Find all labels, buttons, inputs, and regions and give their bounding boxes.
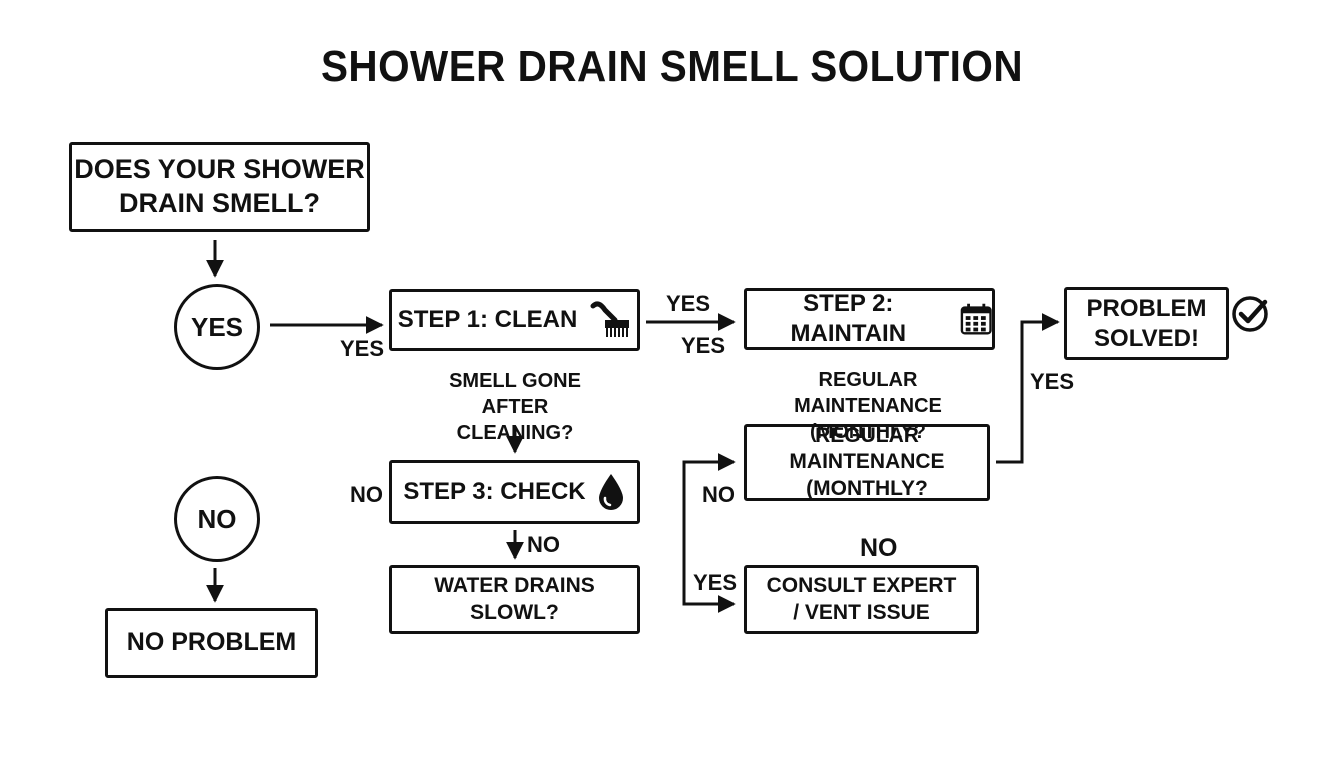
step2-box: STEP 2: MAINTAIN — [744, 288, 995, 350]
step3-box: STEP 3: CHECK — [389, 460, 640, 524]
scrub-brush-icon — [590, 301, 630, 337]
start-question-box: DOES YOUR SHOWER DRAIN SMELL? — [69, 142, 370, 232]
smell-gone-question: SMELL GONE AFTER CLEANING? — [449, 370, 581, 444]
step1-box: STEP 1: CLEAN — [389, 289, 640, 351]
edge-label-yes-to-step1: YES — [340, 336, 385, 361]
edge-label-to-solved: YES — [1030, 369, 1075, 394]
edge-label-no-above-consult: NO — [860, 534, 898, 562]
edge-label-no-loop: NO — [702, 482, 735, 507]
yes-circle: YES — [174, 284, 260, 370]
no-circle: NO — [174, 476, 260, 562]
no-problem-box: NO PROBLEM — [105, 608, 318, 678]
edge-label-step1-step2-bottom: YES — [681, 333, 726, 358]
diagram-title: SHOWER DRAIN SMELL SOLUTION — [320, 42, 1024, 91]
arrow-loop-to-maintenance — [682, 453, 736, 510]
water-drop-icon — [598, 474, 623, 510]
calendar-icon — [960, 303, 992, 335]
regular-maintenance-text: REGULAR MAINTENANCE (MONTHLY? — [794, 369, 942, 443]
regular-maintenance-box: REGULAR MAINTENANCE (MONTHLY? — [744, 424, 990, 501]
problem-solved-box: PROBLEM SOLVED! — [1064, 287, 1229, 360]
water-drains-box: WATER DRAINS SLOWL? — [389, 565, 640, 634]
consult-expert-box: CONSULT EXPERT / VENT ISSUE — [744, 565, 979, 634]
arrow-maintenance-to-solved — [996, 313, 1060, 464]
edge-label-step1-step2-top: YES — [666, 291, 711, 316]
arrow-loop-to-consult — [682, 510, 736, 613]
edge-label-no-below-step3: NO — [527, 532, 560, 557]
edge-label-yes-loop: YES — [693, 570, 738, 595]
check-circle-icon — [1232, 296, 1268, 332]
edge-label-no-left-step3: NO — [350, 482, 383, 507]
